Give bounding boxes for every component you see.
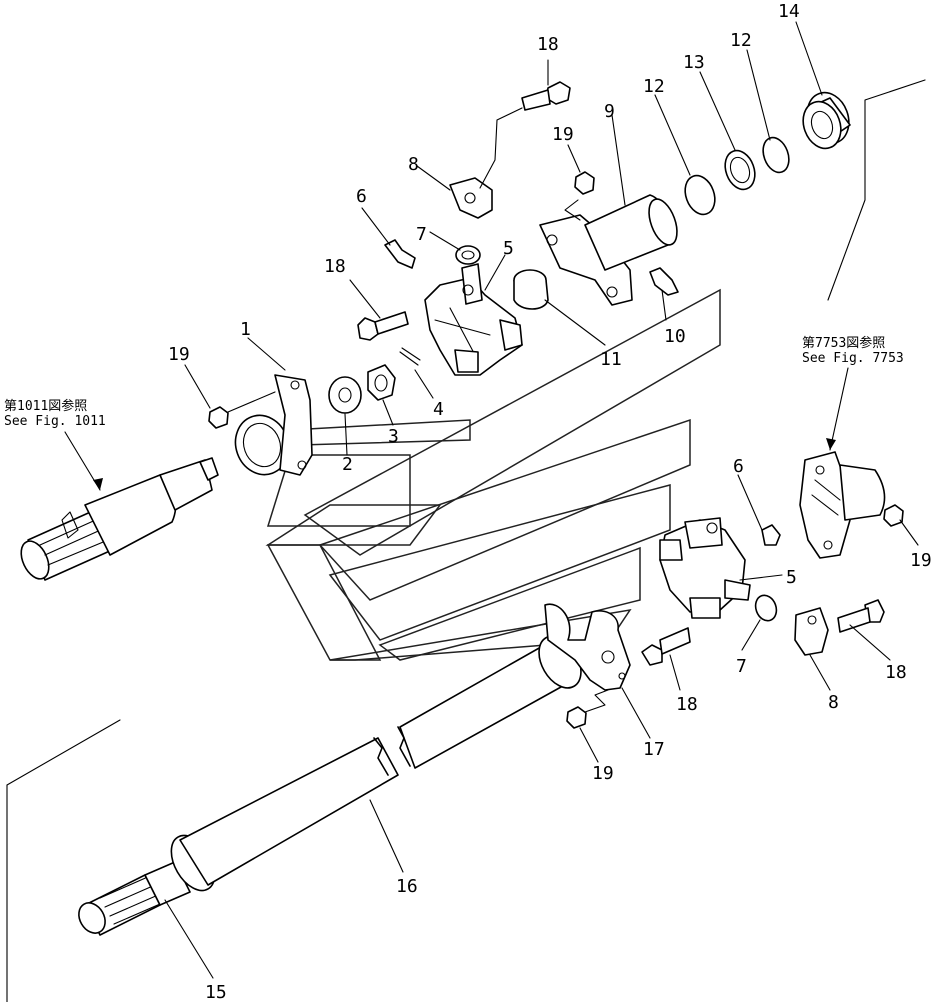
callout-18-center: 18 (676, 694, 698, 715)
callout-12-a: 12 (643, 76, 665, 97)
callout-6-right: 6 (733, 456, 744, 477)
bearing-part-14 (802, 91, 851, 150)
callout-2: 2 (342, 454, 353, 475)
cotter-pin-part-4 (399, 347, 421, 366)
callout-3: 3 (388, 426, 399, 447)
callout-14: 14 (778, 1, 800, 22)
callout-numbers: 1 2 3 4 5 5 6 6 7 7 8 8 9 10 11 12 12 13… (168, 1, 932, 1002)
callout-8-top: 8 (408, 154, 419, 175)
slip-yoke-part-9 (539, 194, 678, 306)
callout-19-left: 19 (168, 344, 190, 365)
output-shaft-reference (20, 457, 219, 581)
callout-13: 13 (683, 52, 705, 73)
nut-part-19-left (208, 406, 229, 429)
callout-15: 15 (205, 982, 227, 1002)
assembly-frame-lines (6, 79, 926, 1002)
snap-ring-part-12-a (684, 174, 716, 216)
callout-18-top: 18 (537, 34, 559, 55)
bolt-part-18-left (357, 311, 409, 341)
callout-8-right: 8 (828, 692, 839, 713)
callout-18-right: 18 (885, 662, 907, 683)
bolt-part-18-center (641, 627, 691, 666)
callout-12-b: 12 (730, 30, 752, 51)
reference-label-7753-en: See Fig. 7753 (802, 351, 904, 366)
callout-4: 4 (433, 399, 444, 420)
flange-yoke-reference (799, 451, 886, 559)
nut-part-19-top (574, 171, 595, 195)
propeller-shaft (78, 603, 631, 936)
washer-part-2 (328, 376, 362, 414)
nut-part-19-right (883, 504, 904, 527)
spider-part-5-right (659, 517, 751, 619)
strap-part-8-right (794, 607, 829, 656)
reference-label-1011-en: See Fig. 1011 (4, 414, 106, 429)
nut-part-3 (367, 364, 396, 401)
bolt-part-18-top (521, 81, 571, 111)
seal-part-7-top (455, 245, 481, 265)
callout-1: 1 (240, 319, 251, 340)
callout-6-top: 6 (356, 186, 367, 207)
callout-11: 11 (600, 349, 622, 370)
callout-10: 10 (664, 326, 686, 347)
callout-7-top: 7 (416, 224, 427, 245)
plug-part-11 (513, 269, 549, 310)
snap-ring-part-12-b (762, 136, 790, 174)
reference-labels: 第1011図参照 See Fig. 1011 第7753図参照 See Fig.… (4, 335, 904, 429)
callout-19-bottom: 19 (592, 763, 614, 784)
grease-fitting-part-6-top (384, 239, 416, 269)
nut-part-19-bottom (566, 706, 587, 729)
callout-5-right: 5 (786, 567, 797, 588)
strap-part-8-top (449, 177, 493, 219)
callout-9: 9 (604, 101, 615, 122)
seal-part-7-right (754, 594, 778, 622)
callout-16: 16 (396, 876, 418, 897)
reference-label-1011-jp: 第1011図参照 (4, 398, 87, 414)
callout-18-left: 18 (324, 256, 346, 277)
callout-7-right: 7 (736, 656, 747, 677)
flange-yoke (234, 374, 313, 476)
grease-fitting-part-10 (649, 267, 679, 296)
grease-fitting-part-6-right (761, 524, 781, 546)
leader-lines (64, 21, 919, 979)
watermark-logo (265, 288, 721, 661)
reference-label-7753-jp: 第7753図参照 (802, 335, 885, 351)
washer-part-13 (724, 149, 756, 191)
spider-part-5-top (424, 263, 523, 376)
callout-19-right: 19 (910, 550, 932, 571)
callout-5-top: 5 (503, 238, 514, 259)
callout-19-top: 19 (552, 124, 574, 145)
bolt-part-18-right (837, 599, 885, 633)
callout-17: 17 (643, 739, 665, 760)
